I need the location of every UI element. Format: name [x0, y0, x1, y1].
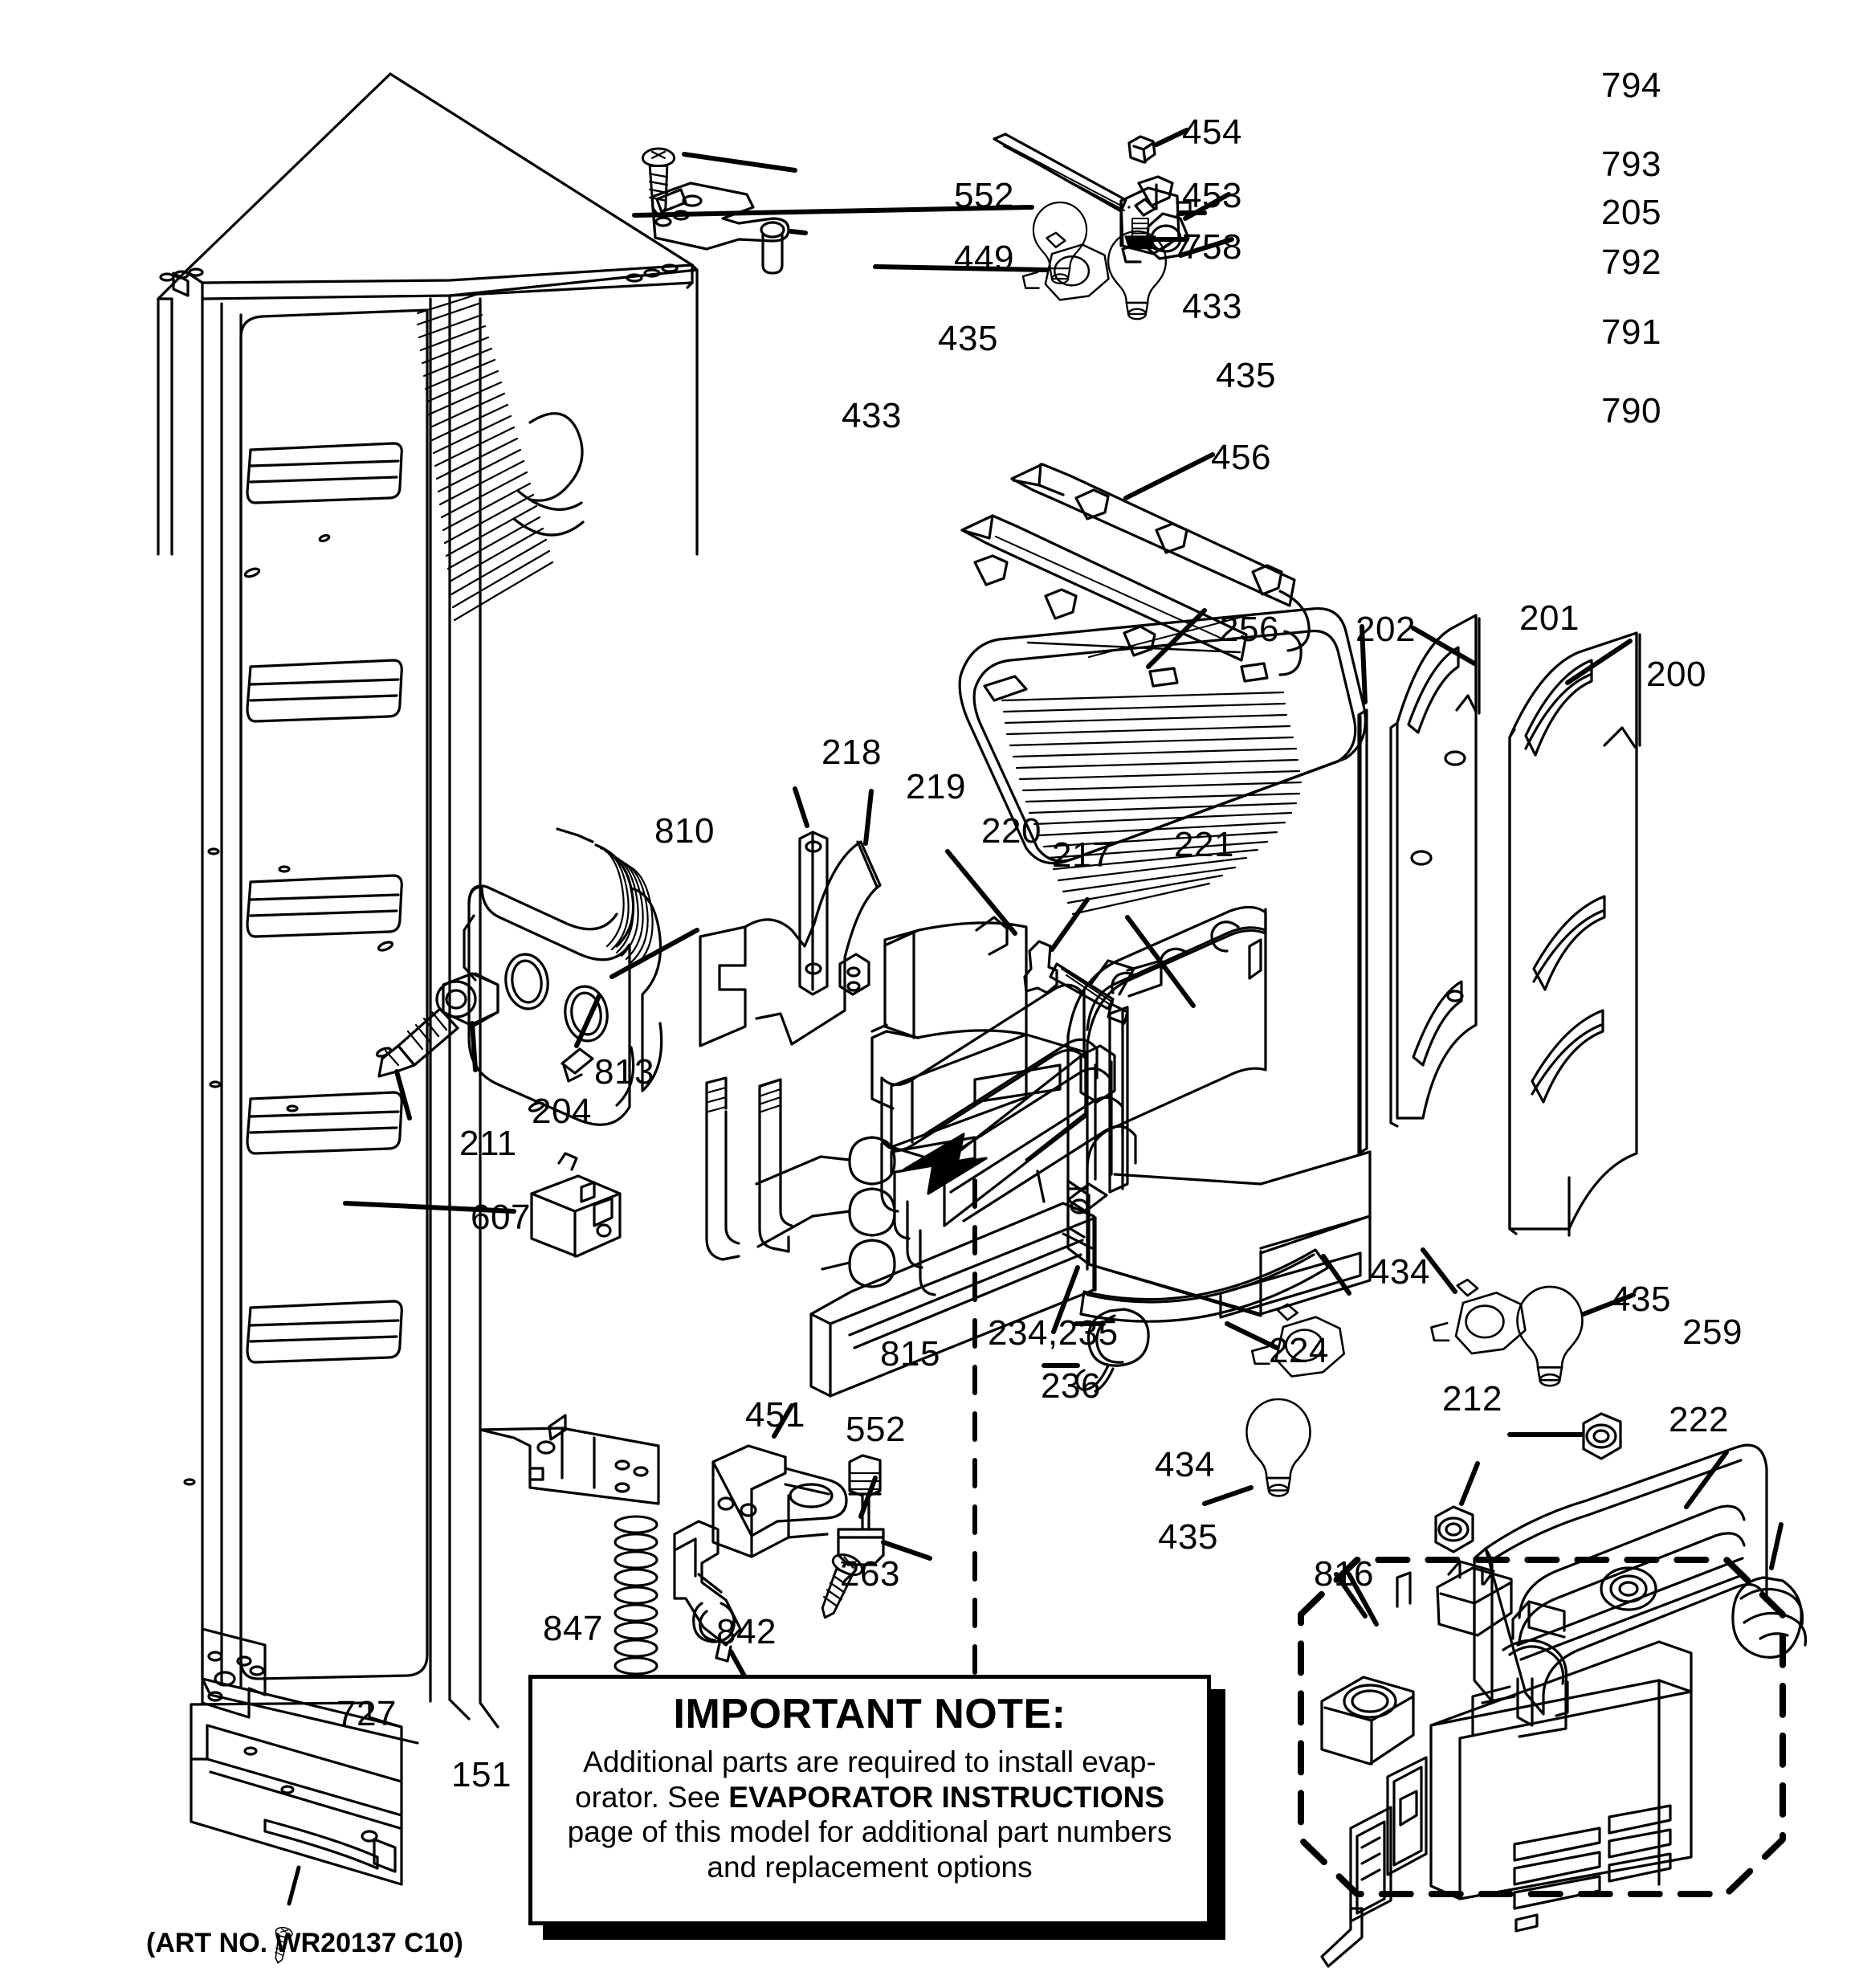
callout-847: 847	[543, 1609, 603, 1648]
callout-813: 813	[594, 1052, 654, 1092]
callout-453: 453	[1182, 176, 1242, 215]
callout-212: 212	[1442, 1379, 1502, 1419]
callout-211: 211	[459, 1124, 517, 1163]
callout-200: 200	[1646, 655, 1706, 694]
callout-236: 236	[1041, 1366, 1101, 1406]
callout-451: 451	[745, 1395, 805, 1435]
note-line-3: page of this model for additional part n…	[567, 1815, 1172, 1849]
callout-217: 217	[1052, 835, 1112, 875]
callout-202: 202	[1355, 610, 1416, 649]
callout-434-a: 434	[1370, 1252, 1430, 1292]
callout-816: 816	[1314, 1554, 1374, 1594]
callout-815: 815	[880, 1334, 940, 1374]
note-line-2-emphasis: EVAPORATOR INSTRUCTIONS	[728, 1780, 1164, 1814]
callout-794: 794	[1601, 66, 1661, 105]
important-note-box: IMPORTANT NOTE: Additional parts are req…	[528, 1675, 1211, 1925]
note-title: IMPORTANT NOTE:	[673, 1691, 1066, 1737]
callout-222: 222	[1669, 1400, 1729, 1439]
callout-456: 456	[1211, 438, 1271, 477]
callout-221: 221	[1174, 825, 1234, 864]
callout-454: 454	[1182, 112, 1242, 152]
callout-256: 256	[1219, 610, 1279, 649]
callout-552-top: 552	[954, 176, 1014, 215]
callout-219: 219	[906, 767, 966, 806]
callout-435-b: 435	[1216, 356, 1276, 395]
callout-224: 224	[1269, 1331, 1329, 1370]
callout-433-b: 433	[842, 396, 902, 435]
callout-433-a: 433	[1182, 287, 1242, 326]
note-line-2: orator. See EVAPORATOR INSTRUCTIONS	[575, 1780, 1164, 1815]
callout-435-a: 435	[938, 319, 998, 358]
note-line-1: Additional parts are required to install…	[583, 1745, 1156, 1778]
callout-449: 449	[954, 239, 1014, 278]
callout-552-bottom: 552	[846, 1410, 906, 1449]
callout-727: 727	[336, 1694, 397, 1733]
callout-791: 791	[1601, 312, 1661, 352]
callout-205: 205	[1601, 193, 1661, 232]
callout-810: 810	[654, 811, 715, 851]
callout-435-d: 435	[1158, 1517, 1218, 1557]
callout-758: 758	[1182, 227, 1242, 267]
callout-793: 793	[1601, 145, 1661, 184]
callout-220: 220	[981, 811, 1042, 851]
callout-790: 790	[1601, 391, 1661, 431]
callout-234-235: 234,235	[988, 1313, 1119, 1353]
callout-263: 263	[840, 1554, 900, 1594]
callout-201: 201	[1519, 598, 1580, 638]
callout-151: 151	[451, 1755, 512, 1794]
callout-435-c: 435	[1611, 1280, 1671, 1319]
callout-792: 792	[1601, 243, 1661, 282]
note-line-4: and replacement options	[707, 1850, 1033, 1884]
callout-204: 204	[532, 1092, 592, 1131]
callout-218: 218	[821, 733, 882, 772]
art-number: (ART NO. WR20137 C10)	[146, 1928, 463, 1958]
callout-607: 607	[471, 1198, 531, 1237]
callout-259: 259	[1682, 1312, 1743, 1352]
callout-434-b: 434	[1155, 1445, 1215, 1484]
note-line-2-prefix: orator. See	[575, 1780, 729, 1814]
callout-842: 842	[716, 1612, 777, 1651]
